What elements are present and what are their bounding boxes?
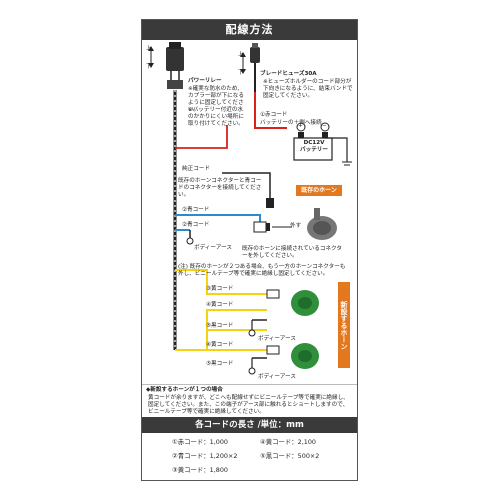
fuse-note: ※ヒューズホルダーのコード部分が下向きになるように、結束バンドで固定してください… [263,79,353,99]
red-cord-line [254,92,287,129]
body-earth-label-2: ボディーアース [258,336,296,342]
red-cord-relay-line [175,125,228,149]
new-horn-2-icon [291,343,319,369]
fuse-label: ブレードヒューズ30A [260,71,317,77]
body-earth-label-3: ボディーアース [258,374,296,380]
battery-icon [293,122,352,166]
black-cord-label-a: ⑤黒コード [206,323,234,329]
horn1-connector [266,289,280,299]
up-down-arrow-left-icon [148,46,154,68]
down-label-right: 下 [238,70,244,76]
yellow-cord-label-4b: ④黄コード [206,342,234,348]
yellow-cord-label-4: ④黄コード [206,302,234,308]
black-cord-label-b: ⑤黒コード [206,361,234,367]
existing-horn-tag: 既存のホーン [296,185,342,196]
cord-length-header: 各コードの長さ /単位：mm [142,417,357,433]
section-divider [142,384,357,385]
existing-horn-note: 既存のホーンに接続されているコネクターを外してください。 [242,246,343,259]
wiring-drawing [148,42,352,375]
genuine-cord-label: 純正コード [182,166,210,172]
battery-plus-note: バッテリーの＋側へ接続 [260,120,322,126]
relay-note-2: ※バッテリー付近の水のかかりにくい場所に取り付けてください。 [188,107,244,127]
power-relay-icon [166,42,184,89]
arrow-head-icon [266,224,270,230]
single-horn-note: 黄コードが余りますが、どこへも配線せずにビニールテープ等で確実に絶縁し、固定して… [148,395,349,415]
red-cord-label: ①赤コード [260,112,288,118]
horn2-connector [266,345,280,355]
yellow-cord-label-3: ③黄コード [206,286,234,292]
connector-note: 既存のホーンコネクターと青コードのコネクターを接続してください。 [178,178,262,198]
new-horn-tag: 新設するホーン [338,282,350,368]
existing-horn-icon [307,208,337,240]
up-label-right: 上 [238,52,244,58]
blue-cord-line-a [175,214,261,222]
relay-note-1: ※確実な防水のため、カプラー部が下になるように固定してください。 [188,86,244,113]
single-horn-title: ◆新設するホーンが１つの場合 [146,387,223,393]
fuse-holder-icon [250,43,260,92]
ground-terminal-2-icon [248,320,256,337]
minus-label: − [322,123,327,129]
blue-cord-label-b: ②青コード [182,222,210,228]
blue-cord-label-a: ②青コード [182,207,210,213]
new-horn-1-icon [291,290,319,316]
plus-label: + [298,123,303,129]
battery-label: DC12V バッテリー [300,140,328,153]
length-blue: ②青コード：1,200×2 [172,452,238,460]
yellow-cord-line-3 [175,269,267,295]
length-yellow-4: ④黄コード：2,100 [260,438,316,446]
genuine-connector [266,198,274,208]
two-horns-note: (注) 既存のホーンが２つある場合、もう一方のホーンコネクターも外し、ビニールテ… [178,264,346,277]
genuine-cord-line [222,172,271,198]
ground-terminal-3-icon [248,358,256,375]
up-label-left: 上 [146,46,152,52]
remove-label: 外す [290,223,302,229]
wiring-diagram-panel: 配線方法 [141,19,358,481]
page-title: 配線方法 [142,20,357,40]
length-yellow-3: ③黄コード：1,800 [172,466,228,474]
relay-label: パワーリレー [188,78,222,84]
body-earth-label-1: ボディーアース [194,245,232,251]
up-down-arrow-right-icon [240,52,246,74]
ground-terminal-icon [186,230,194,245]
cord-length-table: ①赤コード：1,000 ④黄コード：2,100 ②青コード：1,200×2 ⑤黒… [142,433,357,480]
length-black: ⑤黒コード：500×2 [260,452,320,460]
length-red: ①赤コード：1,000 [172,438,228,446]
down-label-left: 下 [146,64,152,70]
